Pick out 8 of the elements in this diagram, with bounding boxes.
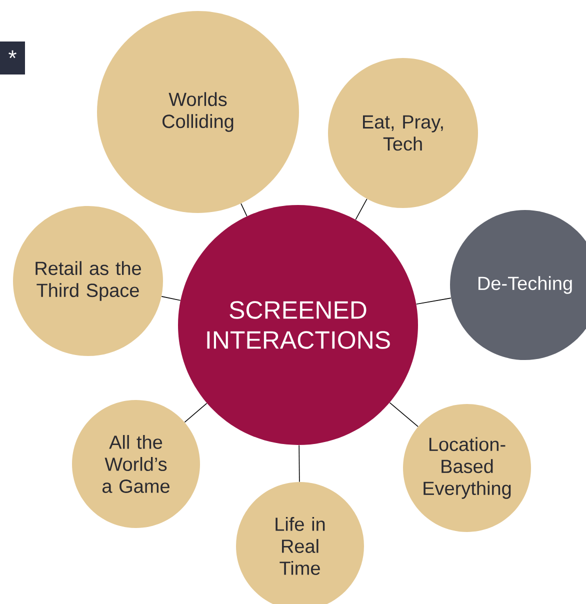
connector-line <box>355 198 368 220</box>
connector-line <box>161 296 181 301</box>
connector-line <box>298 444 300 482</box>
connector-line <box>416 298 452 305</box>
label-box: * <box>0 42 25 74</box>
connector-line <box>389 402 418 427</box>
connector-line <box>184 402 208 423</box>
connector-line <box>240 203 248 217</box>
